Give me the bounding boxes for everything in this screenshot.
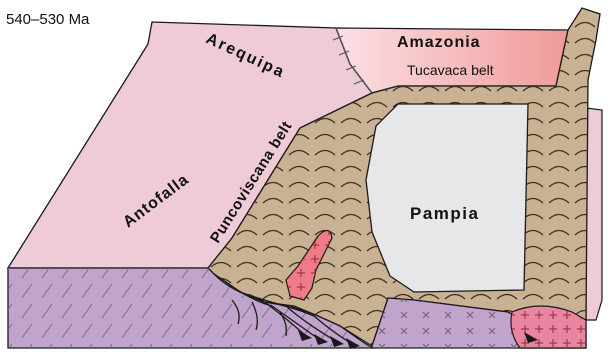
pampia-label: Pampia <box>410 204 479 223</box>
age-label: 540–530 Ma <box>6 11 90 28</box>
tucavaca-belt-label: Tucavaca belt <box>407 62 494 78</box>
pampia-block <box>366 104 528 292</box>
amazonia-label: Amazonia <box>397 34 481 51</box>
right-platform-edge <box>586 108 602 320</box>
